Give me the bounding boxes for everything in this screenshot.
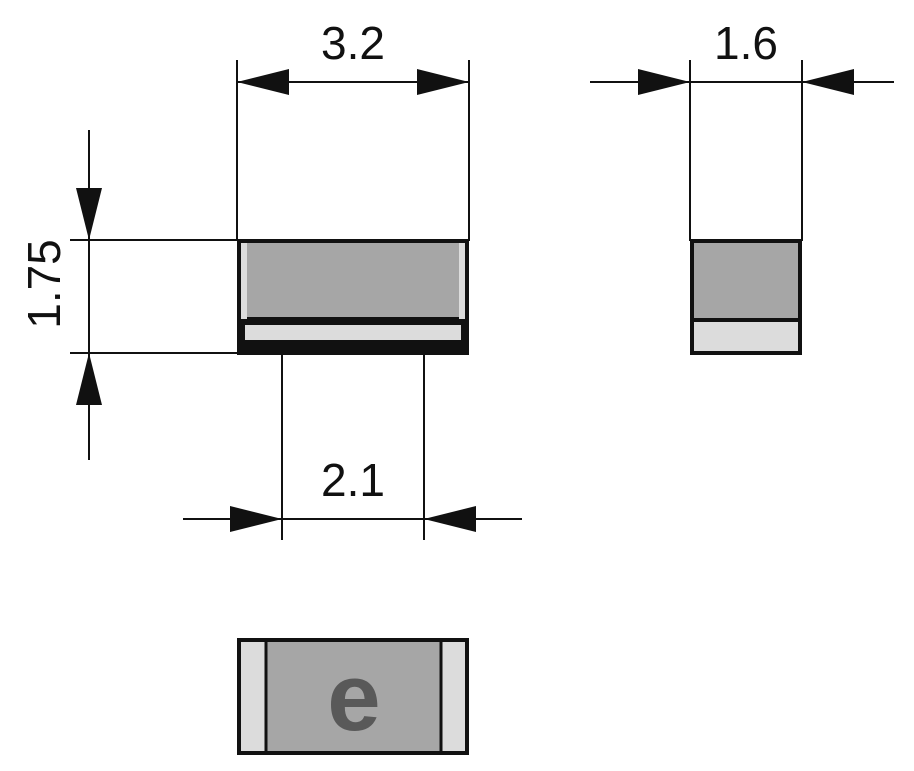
height-arrow-bottom [76,353,102,405]
width-arrow-left [638,69,690,95]
pad-spacing-arrow-left [230,506,282,532]
width-label: 1.6 [714,17,778,69]
front-view-outline [237,239,469,355]
front-view-body [237,239,469,321]
front-view-base-light [245,325,461,340]
top-view-body [239,640,467,753]
front-view-terminal-left [239,241,247,319]
front-view-terminal-right [459,241,467,319]
side-view-body [692,241,800,319]
height-arrow-top [76,188,102,240]
side-view [690,239,802,355]
marking-letter: e [327,644,380,751]
side-view-terminal [692,319,800,353]
pad-spacing-dimension: 2.1 [183,353,522,540]
height-dimension: 1.75 [18,130,239,460]
width-arrow-right [802,69,854,95]
top-view-terminal-right [442,642,466,751]
front-view [237,239,469,355]
top-view: e [237,638,469,755]
pad-spacing-label: 2.1 [321,454,385,506]
length-dimension: 3.2 [236,17,470,241]
width-dimension: 1.6 [590,17,894,241]
length-arrow-right [417,69,469,95]
top-view-outline [237,638,469,755]
pad-spacing-arrow-right [424,506,476,532]
height-label: 1.75 [18,239,70,329]
length-arrow-left [237,69,289,95]
top-view-terminal-left [241,642,265,751]
side-view-outline [690,239,802,355]
length-label: 3.2 [321,17,385,69]
